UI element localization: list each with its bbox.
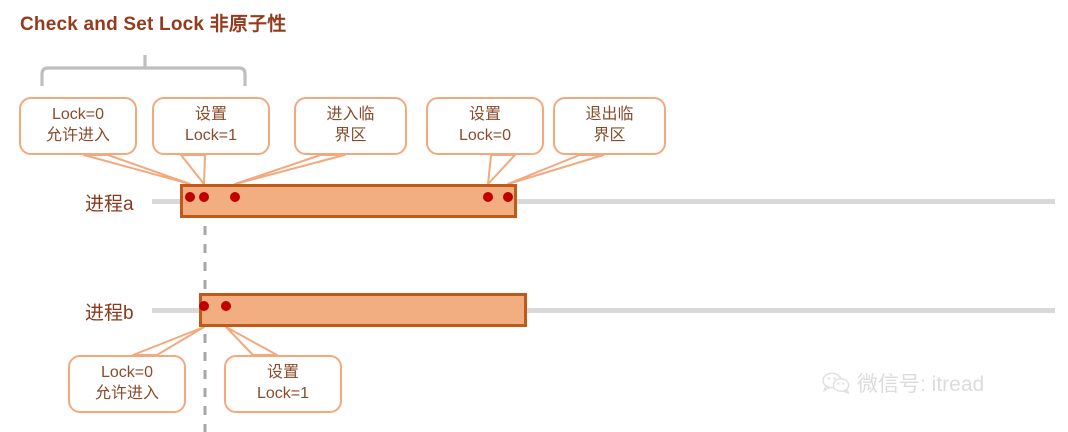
callout-a-set-lock1[interactable]: 设置 Lock=1	[152, 97, 270, 155]
callout-tail-b-lock0	[132, 326, 205, 356]
callout-line-1: 退出临	[585, 106, 634, 124]
callout-line-1: Lock=0	[51, 106, 105, 124]
watermark-text: 微信号: itread	[857, 373, 985, 396]
callout-b-set-lock1[interactable]: 设置 Lock=1	[224, 355, 342, 413]
callout-tail-a-lock0	[83, 154, 191, 185]
callout-tail-a-set-lock1	[180, 154, 206, 185]
callout-line-2: 允许进入	[45, 127, 110, 144]
callout-a-lock0[interactable]: Lock=0 允许进入	[19, 97, 137, 155]
watermark: 微信号: itread	[822, 368, 984, 398]
page-title: Check and Set Lock 非原子性	[20, 14, 287, 35]
callout-line-2: Lock=1	[256, 385, 310, 402]
process-a-event-dot	[185, 192, 195, 202]
callout-line-2: Lock=1	[184, 127, 238, 144]
callout-b-lock0[interactable]: Lock=0 允许进入	[68, 355, 186, 413]
process-a-label: 进程a	[85, 194, 134, 215]
process-a-timeline	[152, 199, 1055, 204]
process-b-label: 进程b	[85, 303, 134, 324]
callout-line-1: 设置	[194, 106, 227, 124]
callout-tail-a-exit-critical	[507, 154, 605, 185]
callout-line-2: 界区	[334, 127, 367, 144]
process-a-event-dot	[199, 192, 209, 202]
callout-tail-a-set-lock0	[487, 154, 516, 185]
callout-line-1: 设置	[468, 106, 501, 124]
process-b-bar	[199, 293, 527, 327]
callout-line-2: 允许进入	[94, 385, 159, 402]
wechat-icon	[822, 372, 850, 394]
process-b-event-dot	[199, 301, 209, 311]
callout-line-2: Lock=0	[458, 127, 512, 144]
process-b-event-dot	[221, 301, 231, 311]
callout-line-2: 界区	[593, 127, 626, 144]
callout-line-1: Lock=0	[100, 364, 154, 382]
callout-tail-b-set-lock1	[225, 326, 278, 356]
process-a-event-dot	[503, 192, 513, 202]
callout-a-exit-critical[interactable]: 退出临界区	[553, 97, 666, 155]
grouping-brace	[40, 66, 247, 86]
callout-line-1: 设置	[266, 364, 299, 382]
process-a-event-dot	[483, 192, 493, 202]
callout-a-enter-critical[interactable]: 进入临界区	[294, 97, 407, 155]
process-b-timeline	[152, 308, 1055, 313]
callout-line-1: 进入临	[326, 106, 375, 124]
callout-a-set-lock0[interactable]: 设置 Lock=0	[426, 97, 544, 155]
process-a-bar	[180, 184, 517, 218]
process-a-event-dot	[230, 192, 240, 202]
callout-tail-a-enter-critical	[234, 154, 346, 185]
